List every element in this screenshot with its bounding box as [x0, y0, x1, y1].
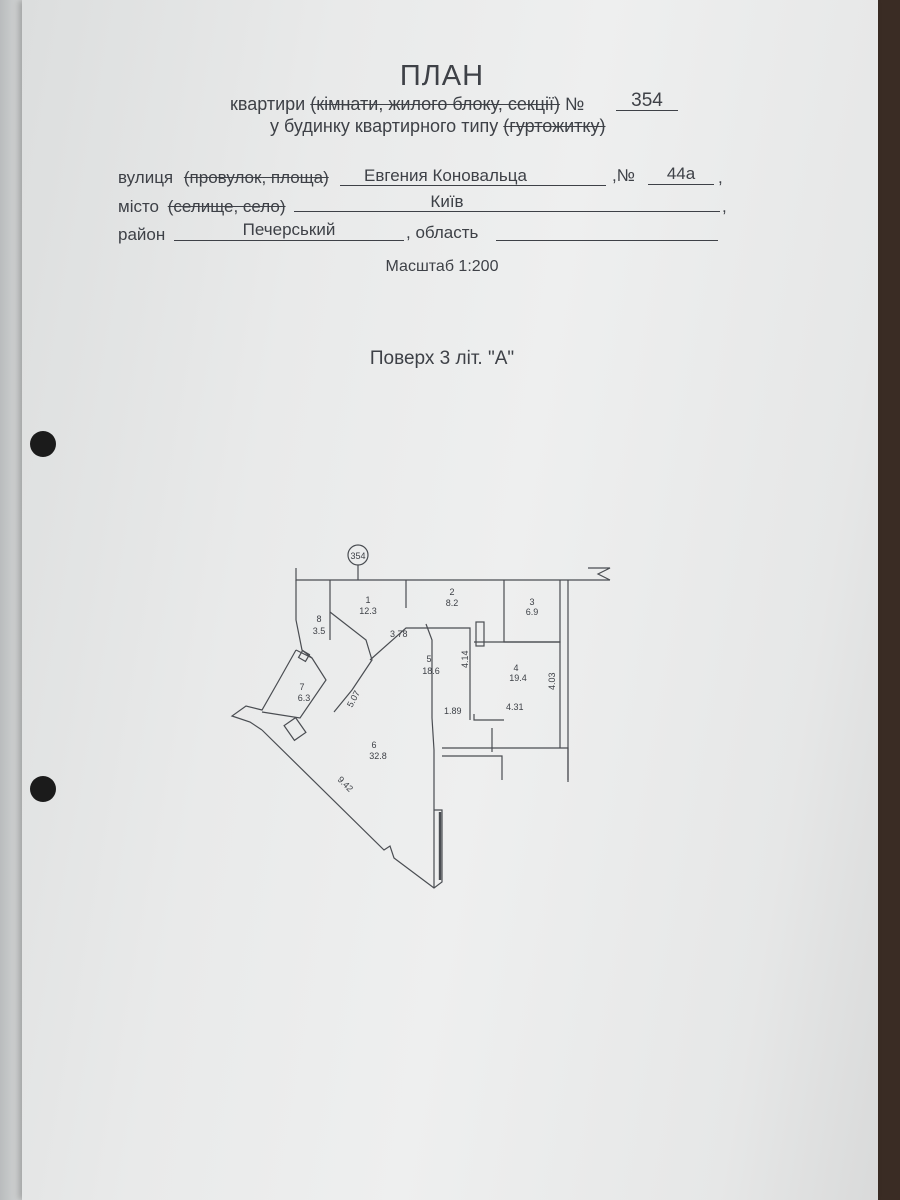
outer-wall-diagonal: [261, 729, 443, 889]
apartment-label: квартири: [230, 94, 306, 114]
district-label: район: [118, 225, 166, 244]
room-1-number: 1: [365, 595, 370, 605]
room-8-number: 8: [316, 614, 321, 624]
room-3-number: 3: [529, 597, 534, 607]
interior-wall-diagonal: [329, 611, 373, 713]
street-trailing-comma: ,: [718, 168, 723, 187]
dimension-9-42: 9.42: [336, 774, 355, 793]
number-sign: №: [565, 94, 585, 114]
header-line-2: у будинку квартирного типу (гуртожитку): [270, 116, 606, 137]
street-struck: (провулок, площа): [183, 168, 329, 187]
window-detail-2: [283, 716, 307, 742]
district-value: Печерський: [174, 220, 404, 241]
room-2-area: 8.2: [446, 598, 459, 608]
column-detail: [297, 649, 311, 663]
room-5-walls: [369, 627, 471, 720]
city-trailing-comma: ,: [722, 197, 727, 216]
street-value: Евгения Коновальца: [340, 166, 606, 186]
dimension-4-14: 4.14: [460, 650, 470, 668]
dimension-1-89: 1.89: [444, 706, 462, 716]
room-2-number: 2: [449, 587, 454, 597]
punch-hole-top: [30, 431, 56, 457]
room-7-walls: [261, 649, 327, 719]
outer-wall-left-break: [230, 649, 297, 731]
struck-options: (кімнати, жилого блоку, секції): [310, 94, 561, 114]
house-no-label: ,№: [612, 166, 635, 185]
header-line-1: квартири (кімнати, жилого блоку, секції)…: [230, 94, 584, 115]
room-5-area: 18.6: [422, 666, 440, 676]
break-mark-right: [588, 567, 611, 581]
struck-dormitory: (гуртожитку): [503, 116, 606, 136]
house-number: 44а: [648, 164, 714, 185]
room-4-bottom-wall: [442, 747, 569, 782]
room-1-area: 12.3: [359, 606, 377, 616]
scale-text: Масштаб 1:200: [385, 258, 499, 275]
building-type-label: у будинку квартирного типу: [270, 116, 499, 136]
apartment-number: 354: [616, 90, 678, 111]
region-label: , область: [406, 223, 479, 242]
outer-wall-top: [295, 568, 610, 581]
room-4-inner-wall: [473, 714, 504, 721]
room-4-walls: [474, 641, 561, 748]
apartment-marker-circle: [347, 544, 369, 566]
dimension-4-03: 4.03: [547, 672, 557, 690]
room-6-right-wall: [425, 623, 435, 888]
floor-plan: 354 1 12.3 2 8.2 3 6.9 4 19.4 5 18.6 6 3…: [230, 544, 611, 889]
street-label: вулиця: [118, 168, 174, 187]
region-value: [496, 220, 718, 241]
dimension-5-07: 5.07: [345, 689, 362, 709]
dimension-4-31: 4.31: [506, 702, 524, 712]
window-detail-1: [475, 621, 485, 647]
punch-hole-bottom: [30, 776, 56, 802]
room-7-number: 7: [299, 682, 304, 692]
room-4-number: 4: [513, 663, 518, 673]
document-title: ПЛАН: [399, 60, 485, 92]
dimension-3-78: 3.78: [390, 629, 408, 639]
city-value: Київ: [294, 192, 720, 212]
document-sheet: ПЛАН квартири (кімнати, жилого блоку, се…: [22, 0, 878, 1200]
room-6-area: 32.8: [369, 751, 387, 761]
room-8-area: 3.5: [313, 626, 326, 636]
apartment-marker-text: 354: [350, 551, 365, 561]
room-6-number: 6: [371, 740, 376, 750]
lower-partition: [442, 755, 503, 780]
room-3-area: 6.9: [526, 607, 539, 617]
room-7-area: 6.3: [298, 693, 311, 703]
city-row: місто (селище, село): [118, 197, 286, 217]
city-struck: (селище, село): [167, 197, 286, 216]
room-4-area: 19.4: [509, 673, 527, 683]
floor-label: Поверх 3 літ. "А": [369, 348, 515, 369]
street-row: вулиця (провулок, площа): [118, 168, 329, 188]
room-5-number: 5: [426, 654, 431, 664]
city-label: місто: [118, 197, 160, 216]
outer-wall-left-top: [295, 580, 313, 659]
